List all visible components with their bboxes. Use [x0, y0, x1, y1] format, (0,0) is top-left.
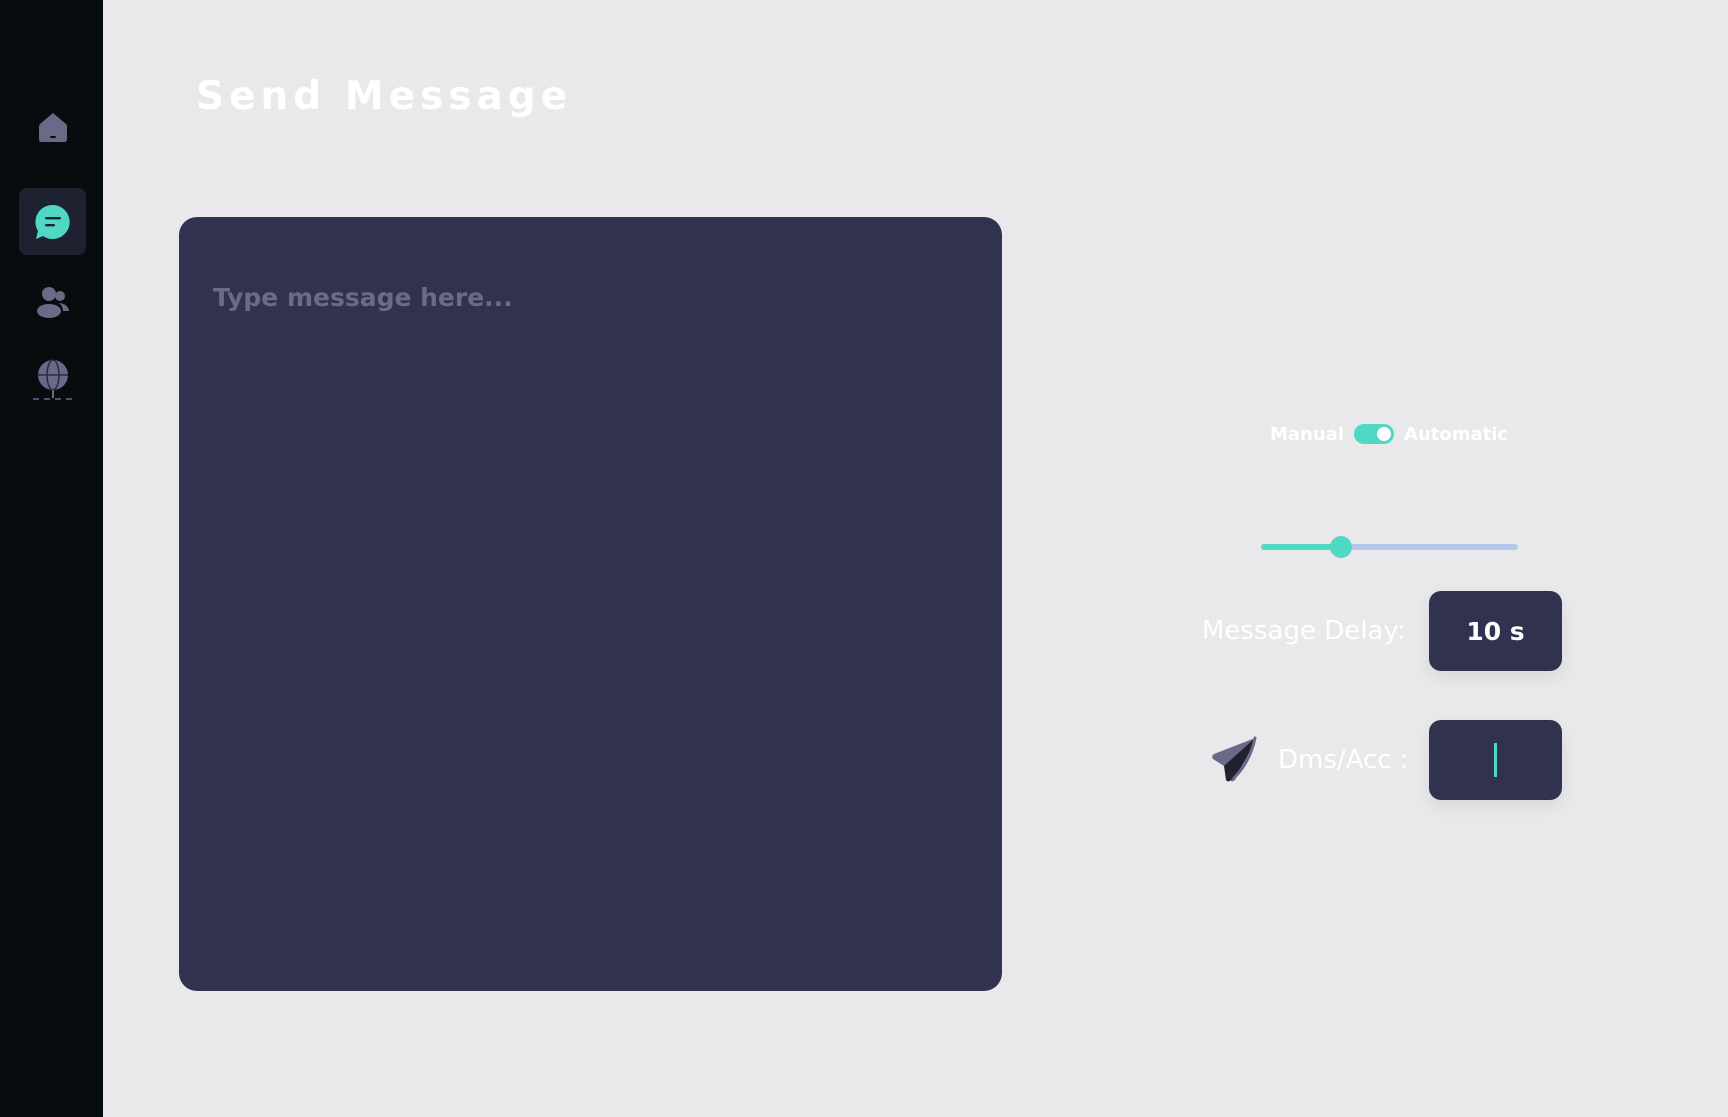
- dms-per-account-label: Dms/Acc :: [1278, 745, 1409, 775]
- users-icon: [36, 286, 69, 318]
- message-delay-label: Message Delay:: [1202, 616, 1406, 646]
- toggle-knob: [1377, 427, 1392, 441]
- mode-label-automatic: Automatic: [1404, 423, 1509, 445]
- send-icon[interactable]: [1210, 736, 1258, 784]
- globe-icon: [32, 358, 73, 400]
- chat-icon: [34, 204, 70, 239]
- message-delay-value: 10 s: [1466, 616, 1525, 646]
- slider-thumb[interactable]: [1329, 536, 1352, 558]
- sidebar-item-messages[interactable]: [19, 188, 86, 255]
- page-title: Send Message: [196, 74, 573, 119]
- mode-switch-row: Manual Automatic: [1270, 421, 1508, 447]
- sidebar-item-home[interactable]: [19, 93, 86, 160]
- sidebar: [0, 0, 103, 1117]
- delay-slider[interactable]: [1261, 536, 1518, 558]
- mode-toggle[interactable]: [1354, 424, 1395, 444]
- message-delay-field[interactable]: 10 s: [1429, 591, 1562, 671]
- text-caret: [1494, 743, 1497, 777]
- slider-track: [1261, 544, 1518, 550]
- sidebar-item-proxies[interactable]: [19, 346, 86, 413]
- sidebar-item-accounts[interactable]: [19, 268, 86, 335]
- slider-fill: [1261, 544, 1341, 550]
- home-icon: [38, 112, 67, 142]
- dms-per-account-input[interactable]: [1429, 720, 1562, 800]
- message-input[interactable]: [179, 217, 1002, 991]
- message-composer: [179, 217, 1002, 991]
- mode-label-manual: Manual: [1270, 423, 1345, 445]
